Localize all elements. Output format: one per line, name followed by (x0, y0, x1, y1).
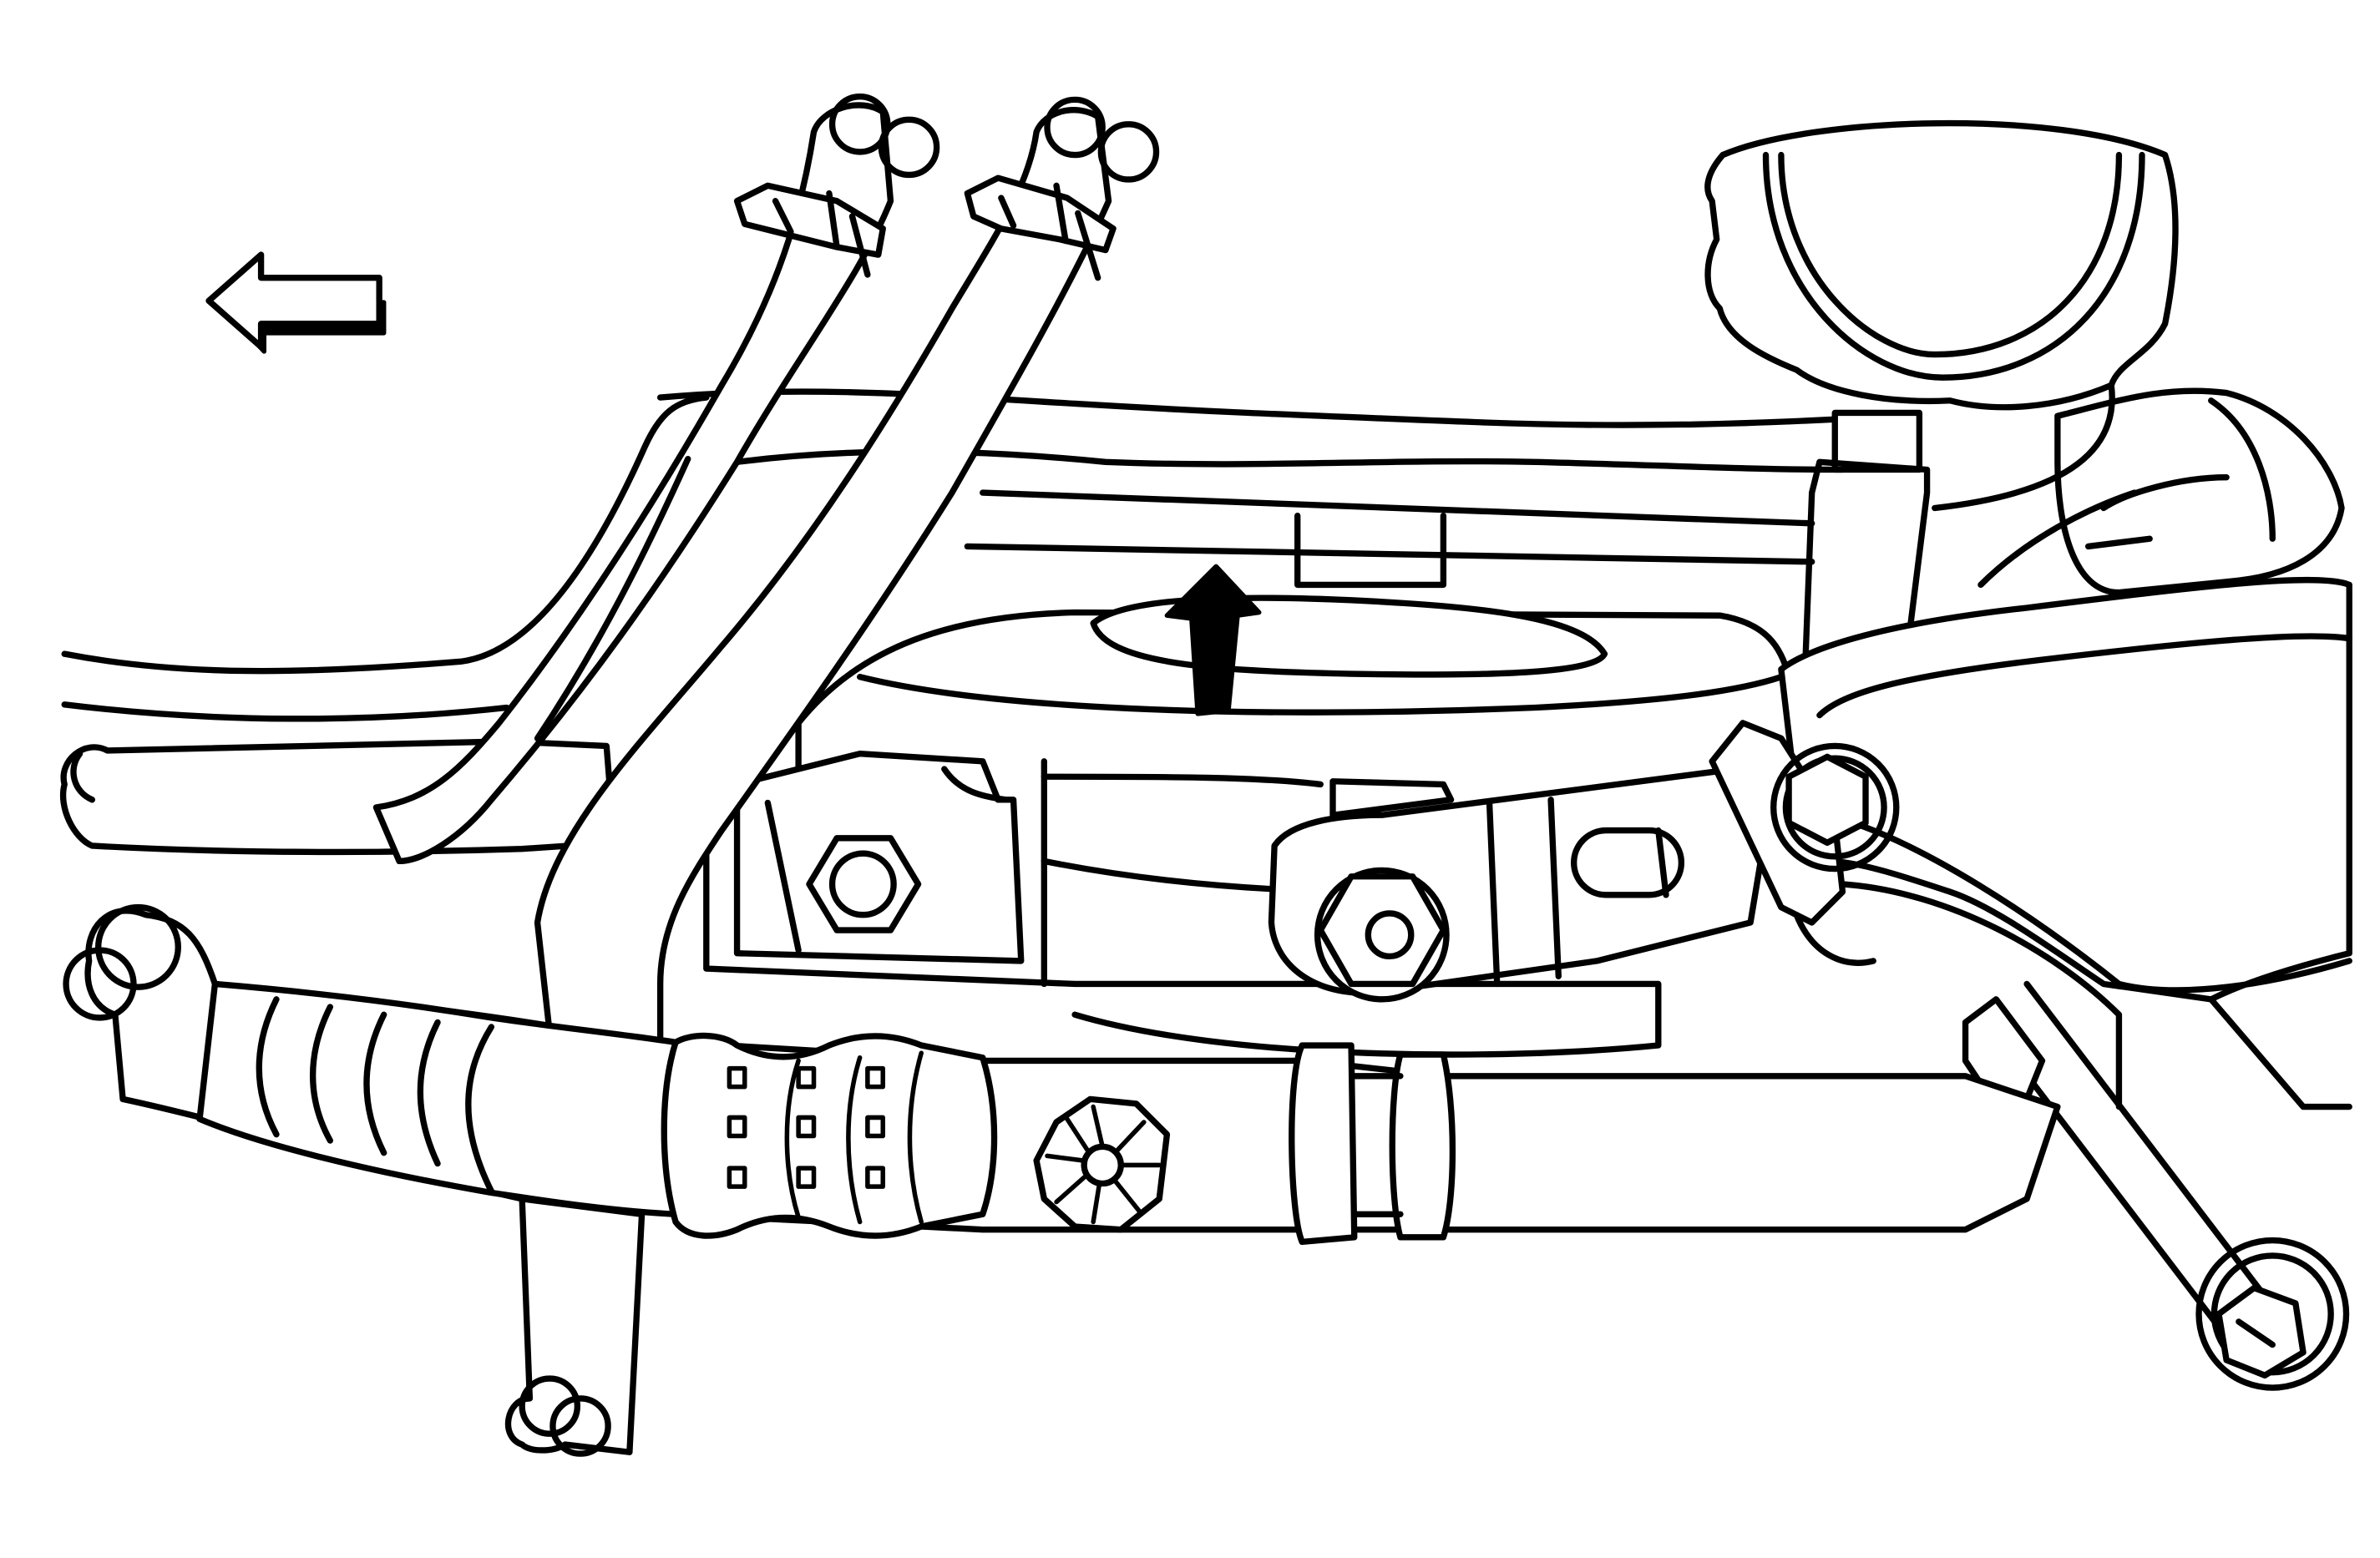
hose-grommet-pair (1289, 1042, 1456, 1246)
bolt-center-flange-nut (1314, 867, 1450, 1003)
shock-rod (1800, 409, 1931, 696)
tube-vertical-center (504, 1196, 646, 1457)
hose-right-clamp (964, 175, 1117, 281)
shock-lower-mount (1709, 720, 1900, 966)
bolt-left-hex-nut (806, 835, 922, 933)
tube-upper-left (60, 738, 618, 856)
hose-retainer-clip (1033, 1095, 1171, 1233)
solid-up-arrow-icon (1164, 564, 1262, 716)
hollow-left-arrow-icon (205, 251, 387, 354)
hose-sleeve-ribbed (661, 1032, 998, 1239)
coil-cap-top-right (1704, 119, 2179, 512)
reservoir-housing (1778, 576, 2352, 1110)
hose-left (372, 94, 940, 865)
hose-right (534, 96, 1160, 1065)
hose-left-clamp (733, 182, 886, 278)
shock-upper-bushing (1977, 387, 2345, 596)
